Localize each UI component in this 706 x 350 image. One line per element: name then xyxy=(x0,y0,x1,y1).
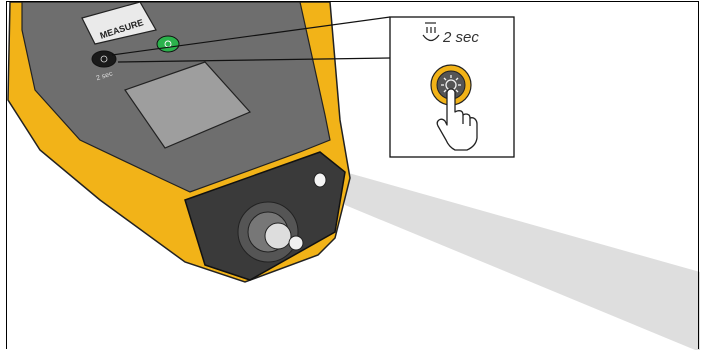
power-button[interactable] xyxy=(157,36,179,52)
device-light-button[interactable] xyxy=(92,51,116,67)
light-beam xyxy=(345,172,700,350)
callout-duration-text: 2 sec xyxy=(442,29,479,46)
led-light xyxy=(314,173,326,187)
